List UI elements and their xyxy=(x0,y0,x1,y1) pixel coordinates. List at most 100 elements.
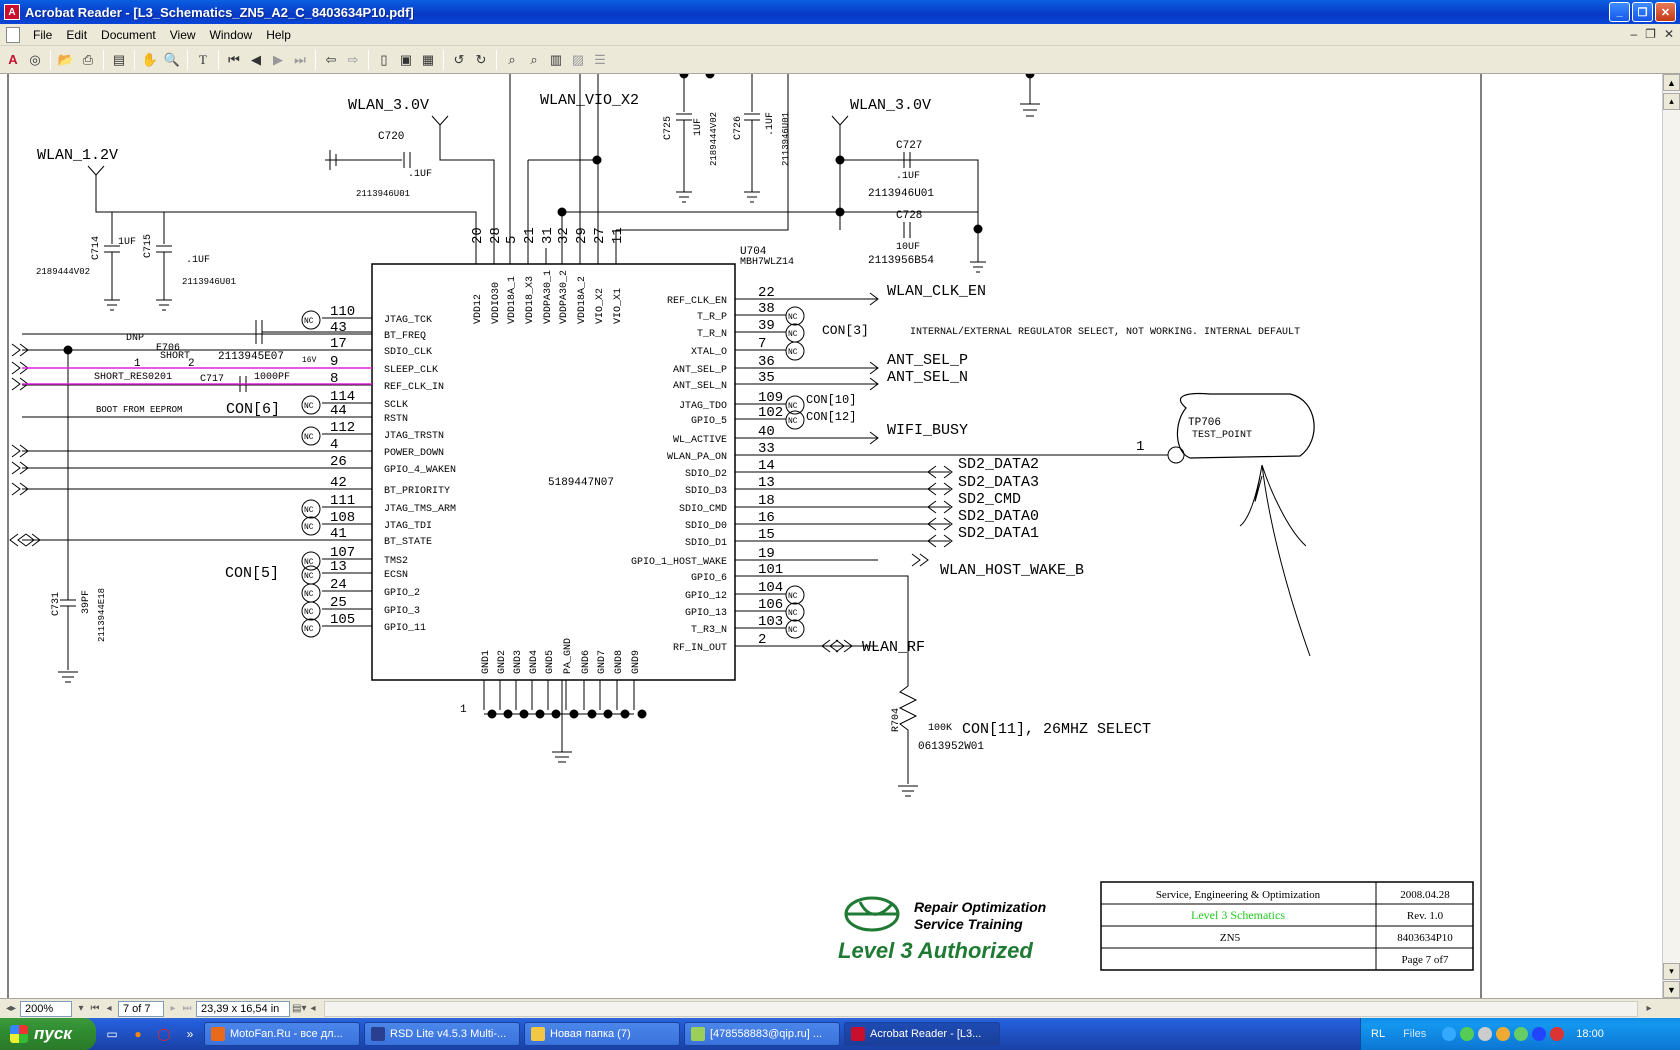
get-reader-icon[interactable]: ◎ xyxy=(29,51,41,67)
menu-help[interactable]: Help xyxy=(266,27,291,42)
window-titlebar[interactable]: A Acrobat Reader - [L3_Schematics_ZN5_A2… xyxy=(0,0,1680,24)
scroll-down-small-button[interactable]: ▾ xyxy=(1663,963,1680,980)
document-icon[interactable] xyxy=(6,26,20,43)
next-page-icon[interactable]: ▶ xyxy=(273,51,283,67)
hscroll-left-icon[interactable]: ◂ xyxy=(310,1003,316,1014)
fit-width-icon[interactable]: ▦ xyxy=(421,51,435,67)
bookmarks-icon[interactable]: ▤ xyxy=(112,51,126,67)
menu-window[interactable]: Window xyxy=(209,27,253,42)
nc-label: NC xyxy=(788,609,798,618)
vertical-scrollbar[interactable]: ▲ ▴ ▾ ▼ xyxy=(1662,74,1680,998)
con5-label: CON[5] xyxy=(225,565,279,582)
text-select-icon[interactable]: T xyxy=(199,51,207,67)
go-back-icon[interactable]: ⇦ xyxy=(325,51,337,67)
last-page-icon[interactable]: ⏭ xyxy=(294,51,306,67)
page-layout-icon[interactable]: ▤▾ xyxy=(292,1003,307,1014)
hscroll-right-icon[interactable]: ▸ xyxy=(1646,1003,1652,1014)
nc-marker xyxy=(785,602,805,622)
menu-file[interactable]: File xyxy=(33,27,53,42)
maximize-button[interactable]: ❐ xyxy=(1632,2,1653,22)
zoom-dropdown-icon[interactable]: ▾ xyxy=(78,1003,84,1014)
zoom-tool-icon[interactable]: 🔍 xyxy=(163,51,181,67)
actual-size-icon[interactable]: ▯ xyxy=(380,51,388,67)
right-pin-name: WL_ACTIVE xyxy=(673,435,727,446)
status-last-page-icon[interactable]: ⏭ xyxy=(182,1003,192,1014)
prev-page-icon[interactable]: ◀ xyxy=(251,51,261,67)
adobe-logo-icon[interactable]: A xyxy=(8,52,18,67)
menu-document[interactable]: Document xyxy=(101,27,156,42)
dnp-label: DNP xyxy=(126,333,144,344)
minimize-button[interactable]: _ xyxy=(1609,2,1630,22)
find-icon[interactable]: ⌕ xyxy=(508,51,516,67)
rotate-right-icon[interactable]: ↻ xyxy=(475,51,487,67)
left-pin-number: 110 xyxy=(330,304,355,320)
taskbar-task[interactable]: Acrobat Reader - [L3... xyxy=(844,1022,1000,1046)
open-icon[interactable]: 📂 xyxy=(57,51,75,67)
taskbar-task[interactable]: [478558883@qip.ru] ... xyxy=(684,1022,840,1046)
tray-volume-icon[interactable] xyxy=(1478,1027,1493,1041)
first-page-icon[interactable]: ⏮ xyxy=(228,51,240,67)
fit-page-icon[interactable]: ▣ xyxy=(399,51,413,67)
rotate-left-icon[interactable]: ↺ xyxy=(453,51,465,67)
go-forward-icon[interactable]: ⇨ xyxy=(347,51,359,67)
quicklaunch-firefox-icon[interactable]: ● xyxy=(134,1027,142,1041)
status-next-page-icon[interactable]: ▸ xyxy=(170,1003,176,1014)
top-pin-name: VDDPA30_1 xyxy=(543,270,554,324)
doc-close-button[interactable]: ✕ xyxy=(1663,27,1674,41)
tray-files[interactable]: Files xyxy=(1403,1028,1427,1040)
taskbar-task[interactable]: MotoFan.Ru - все дл... xyxy=(204,1022,360,1046)
tray-network-icon[interactable] xyxy=(1460,1027,1475,1041)
logo-line-1: Repair Optimization xyxy=(914,899,1046,915)
quicklaunch-opera-icon[interactable]: ◯ xyxy=(157,1027,171,1041)
logo-line-3: Level 3 Authorized xyxy=(838,938,1033,963)
taskbar-task[interactable]: Новая папка (7) xyxy=(524,1022,680,1046)
tp706-label: TP706 xyxy=(1188,417,1221,429)
page-field[interactable]: 7 of 7 xyxy=(118,1000,164,1017)
status-prev-page-icon[interactable]: ◂ xyxy=(106,1003,112,1014)
split-handle-icon[interactable]: ◂▸ xyxy=(5,1003,17,1014)
svg-text:1: 1 xyxy=(134,358,141,370)
tray-bluetooth-icon[interactable] xyxy=(1532,1027,1547,1041)
con12-label: CON[12] xyxy=(806,410,856,424)
scroll-up-button[interactable]: ▲ xyxy=(1663,74,1680,91)
start-button[interactable]: пуск xyxy=(0,1018,96,1050)
horizontal-scrollbar[interactable] xyxy=(324,1000,1638,1017)
tb-level: Level 3 Schematics xyxy=(1191,908,1285,922)
read-mode-icon[interactable]: ▨ xyxy=(571,51,585,67)
left-pin-name: JTAG_TCK xyxy=(384,315,432,326)
tray-update-icon[interactable] xyxy=(1550,1027,1565,1041)
quicklaunch-more-icon[interactable]: » xyxy=(186,1027,194,1041)
hand-tool-icon[interactable]: ✋ xyxy=(141,51,159,67)
tray-messenger-icon[interactable] xyxy=(1514,1027,1529,1041)
menu-view[interactable]: View xyxy=(169,27,196,42)
reflow-icon[interactable]: ☰ xyxy=(594,51,606,67)
menu-edit[interactable]: Edit xyxy=(66,27,88,42)
doc-minimize-button[interactable]: – xyxy=(1630,27,1638,41)
doc-restore-button[interactable]: ❐ xyxy=(1645,27,1656,41)
print-icon[interactable]: ⎙ xyxy=(82,51,94,67)
quicklaunch-desktop-icon[interactable]: ▭ xyxy=(106,1027,118,1041)
tray-clock[interactable]: 18:00 xyxy=(1576,1028,1604,1040)
system-tray: RL Files 18:00 xyxy=(1360,1018,1680,1050)
zoom-field[interactable]: 200% xyxy=(20,1000,72,1017)
close-button[interactable]: ✕ xyxy=(1655,2,1676,22)
acrobat-app-icon[interactable]: A xyxy=(4,4,20,20)
scroll-down-button[interactable]: ▼ xyxy=(1663,981,1680,998)
scroll-up-small-button[interactable]: ▴ xyxy=(1663,93,1680,110)
tray-arrow-icon[interactable] xyxy=(1442,1027,1457,1041)
net-ant-sel-n: ANT_SEL_N xyxy=(887,369,968,386)
connector-arrow xyxy=(869,377,879,391)
taskbar-task[interactable]: RSD Lite v4.5.3 Multi-... xyxy=(364,1022,520,1046)
left-pin-name: ECSN xyxy=(384,570,408,581)
tray-lang[interactable]: RL xyxy=(1371,1028,1386,1040)
status-first-page-icon[interactable]: ⏮ xyxy=(90,1003,100,1014)
con6-label: CON[6] xyxy=(226,401,280,418)
right-pin-number: 102 xyxy=(758,405,783,421)
tray-security-icon[interactable] xyxy=(1496,1027,1511,1041)
search-icon[interactable]: ⌕ xyxy=(530,51,538,67)
menu-bar: File Edit Document View Window Help – ❐ … xyxy=(0,24,1680,46)
ebook-icon[interactable]: ▥ xyxy=(549,51,563,67)
c726-value: .1UF xyxy=(765,112,776,136)
c715-value: .1UF xyxy=(186,255,210,266)
